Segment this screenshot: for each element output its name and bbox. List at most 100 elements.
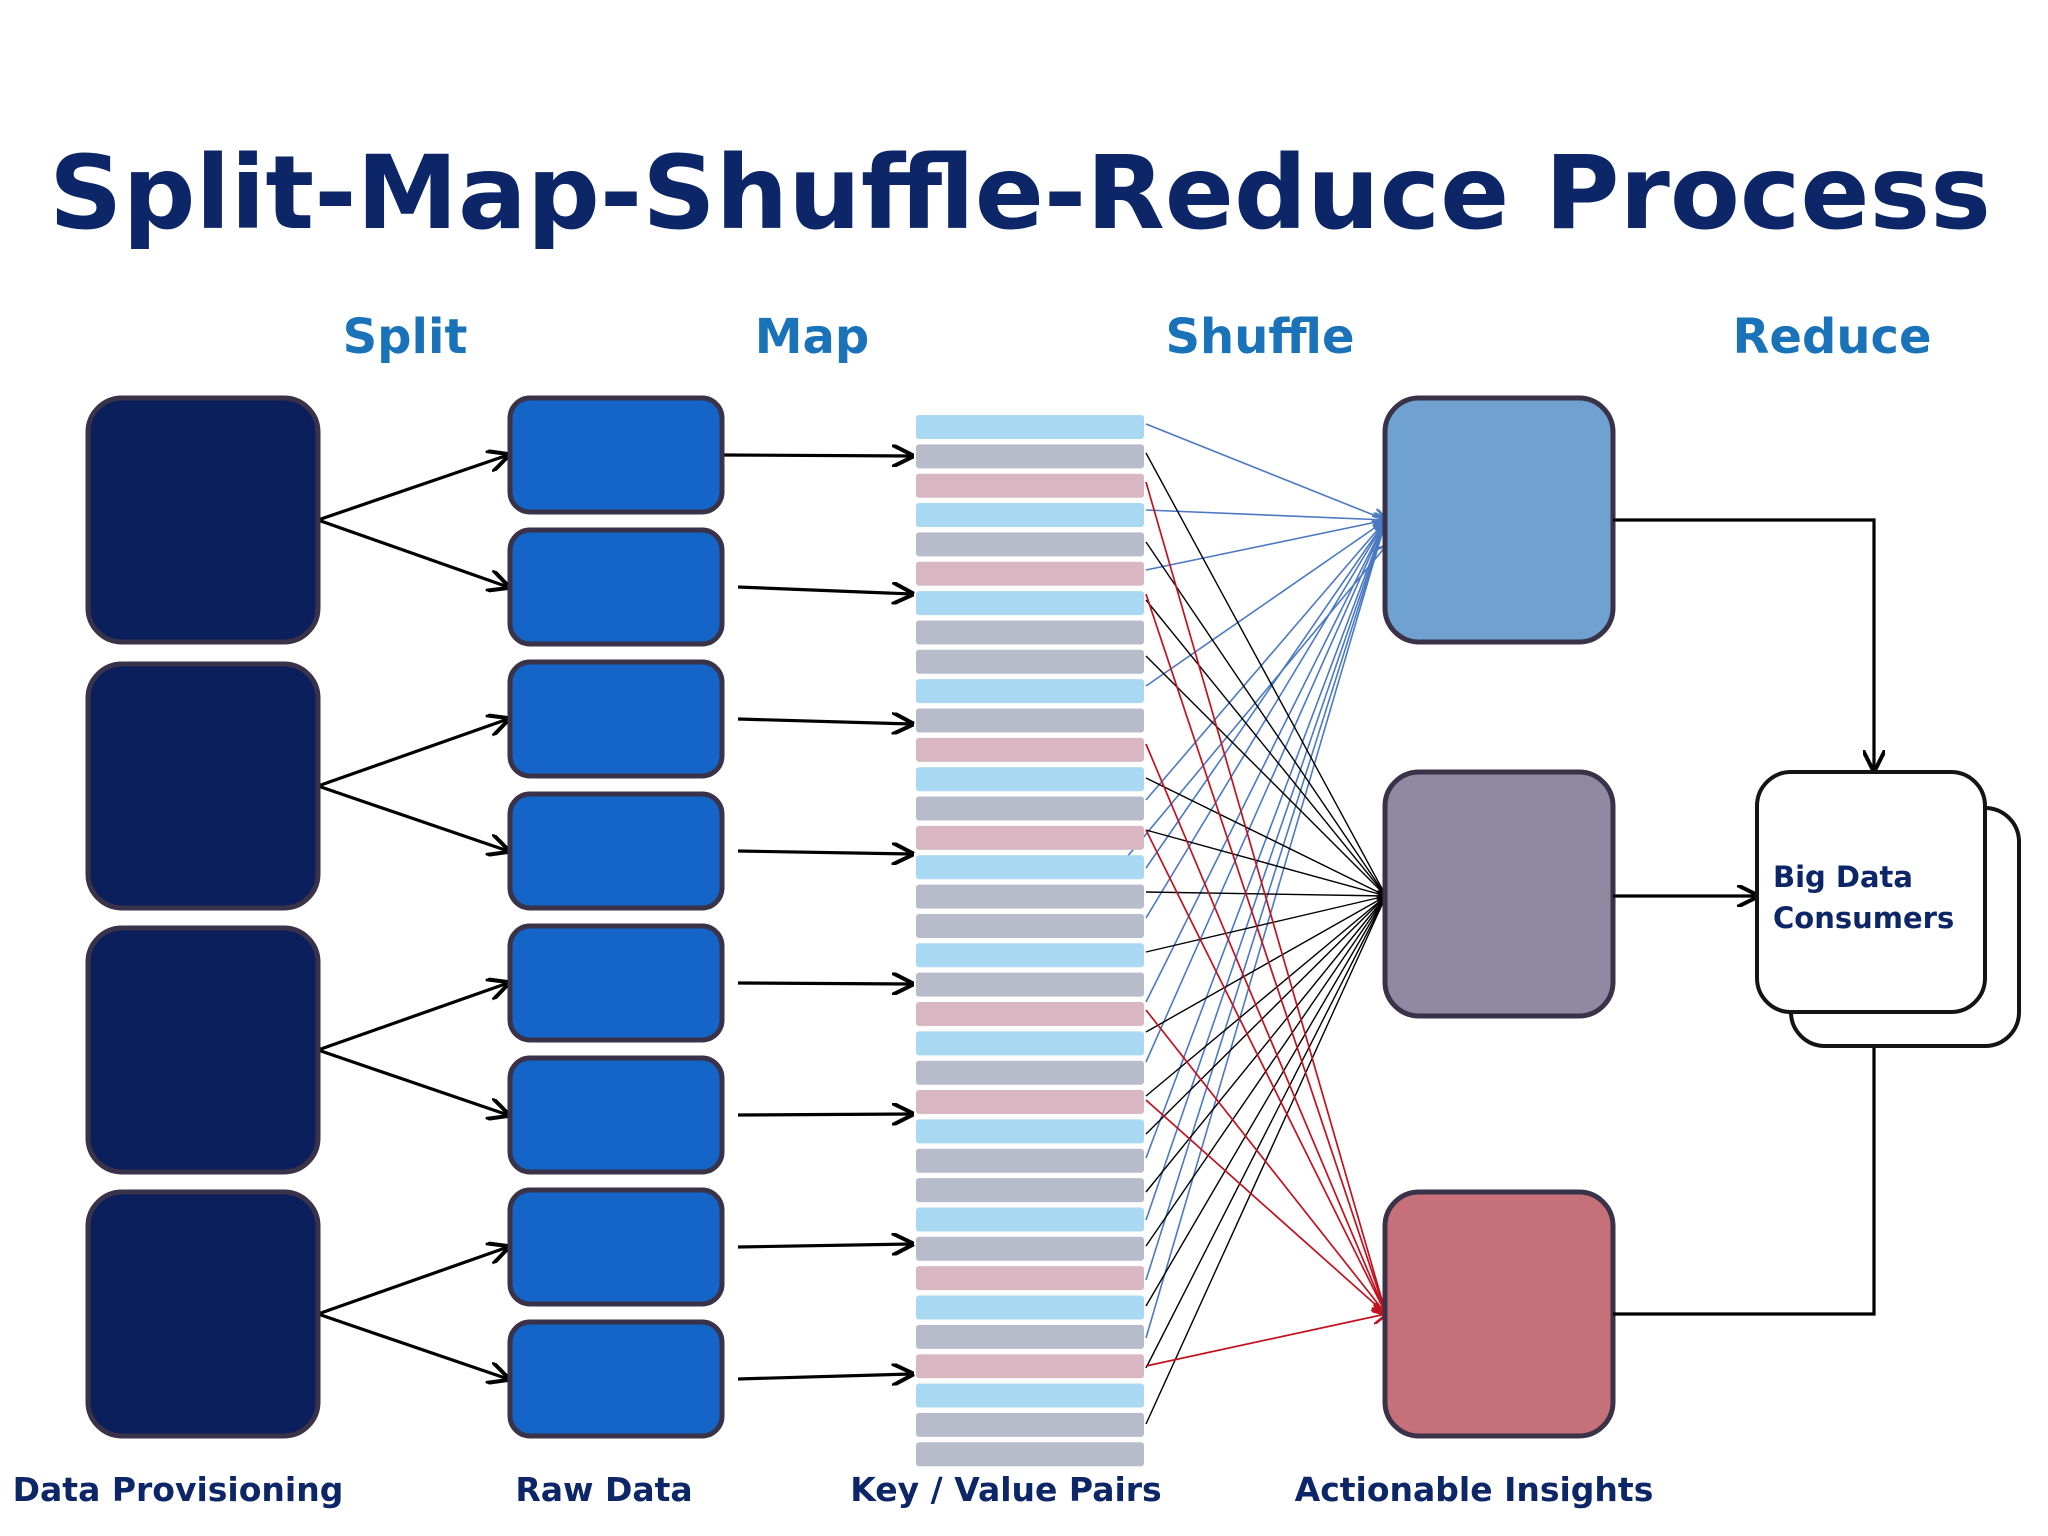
consumer-main-card [1755, 770, 1987, 1014]
map-arrow-8 [737, 1374, 912, 1379]
map-arrow-3 [737, 719, 912, 724]
split-arrow-5 [317, 983, 508, 1052]
split-arrow-7 [317, 1247, 508, 1316]
kv-pair-25 [916, 1119, 1144, 1144]
kv-pair-35 [916, 1412, 1144, 1437]
kv-pair-5 [916, 532, 1144, 557]
shuffle-red-line-1 [1145, 481, 1386, 1314]
kv-pair-22 [916, 1031, 1144, 1056]
raw-data-block-6 [507, 1055, 725, 1175]
kv-pair-30 [916, 1266, 1144, 1291]
kv-pair-24 [916, 1090, 1144, 1115]
kv-pair-10 [916, 679, 1144, 704]
split-arrows [317, 455, 508, 1379]
shuffle-black-line-8 [1145, 896, 1386, 953]
provision-block-1 [85, 395, 321, 645]
consumer-label-line2: Consumers [1773, 901, 1954, 935]
kv-pair-7 [916, 591, 1144, 616]
raw-data-block-3 [507, 659, 725, 779]
split-arrow-6 [317, 1048, 508, 1115]
kv-pair-14 [916, 796, 1144, 821]
raw-data-block-4 [507, 791, 725, 911]
shuffle-blue-line-5 [1145, 520, 1386, 801]
map-arrow-6 [737, 1114, 912, 1115]
shuffle-blue-line-11 [1145, 520, 1386, 1221]
shuffle-blue-line-4 [1145, 520, 1386, 687]
raw-data-label: Raw Data [515, 1470, 692, 1509]
map-arrow-4 [737, 851, 912, 854]
kv-pair-17 [916, 884, 1144, 909]
kv-pair-18 [916, 913, 1144, 938]
shuffle-black-line-5 [1145, 777, 1386, 896]
shuffle-red-line-2 [1145, 593, 1386, 1314]
map-arrow-7 [737, 1244, 912, 1247]
raw-data-column [507, 395, 725, 1439]
kv-pair-19 [916, 943, 1144, 968]
shuffle-black-line-11 [1145, 896, 1386, 1135]
key-value-column [916, 415, 1144, 1467]
shuffle-red-line-4 [1145, 829, 1386, 1314]
shuffle-blue-line-extra [1111, 546, 1386, 876]
split-arrow-2 [317, 518, 508, 587]
kv-pair-33 [916, 1354, 1144, 1379]
shuffle-blue-line-10 [1145, 520, 1386, 1159]
shuffle-blue-line-2 [1145, 509, 1386, 520]
consumer-links [1613, 518, 1874, 1316]
stage-split-label: Split [343, 309, 468, 365]
raw-data-block-7 [507, 1187, 725, 1307]
reducer-blue [1382, 395, 1616, 645]
page-title: Split-Map-Shuffle-Reduce Process [49, 134, 1991, 253]
map-arrow-1 [723, 455, 912, 456]
kv-pair-36 [916, 1442, 1144, 1467]
kv-pair-15 [916, 825, 1144, 850]
kv-pair-3 [916, 473, 1144, 498]
provision-block-3 [85, 925, 321, 1175]
kv-pair-34 [916, 1383, 1144, 1408]
shuffle-lines [1111, 423, 1386, 1425]
kv-pair-32 [916, 1324, 1144, 1349]
shuffle-blue-line-3 [1145, 520, 1386, 571]
shuffle-blue-line-8 [1145, 520, 1386, 1003]
shuffle-black-line-14 [1145, 896, 1386, 1307]
kv-pair-31 [916, 1295, 1144, 1320]
kv-pair-1 [916, 415, 1144, 439]
shuffle-black-line-10 [1145, 896, 1386, 1097]
kv-pair-12 [916, 737, 1144, 762]
shuffle-black-line-7 [1145, 892, 1386, 896]
kv-pair-6 [916, 561, 1144, 586]
kv-pair-9 [916, 649, 1144, 674]
shuffle-blue-line-6 [1145, 520, 1386, 869]
provision-block-4 [85, 1189, 321, 1439]
raw-data-block-5 [507, 923, 725, 1043]
shuffle-blue-line-1 [1145, 423, 1386, 520]
split-arrow-3 [317, 719, 508, 788]
shuffle-black-line-12 [1145, 896, 1386, 1193]
data-provisioning-label: Data Provisioning [13, 1470, 344, 1509]
shuffle-black-line-3 [1145, 599, 1386, 896]
shuffle-red-line-5 [1145, 1009, 1386, 1314]
stage-map-label: Map [755, 309, 870, 365]
shuffle-black-line-15 [1145, 896, 1386, 1369]
kv-pair-28 [916, 1207, 1144, 1232]
split-arrow-1 [317, 455, 508, 522]
shuffle-red-line-6 [1145, 1099, 1386, 1314]
kv-pair-27 [916, 1178, 1144, 1203]
big-data-consumers: Big Data Consumers [1755, 770, 2021, 1048]
kv-pair-8 [916, 620, 1144, 645]
kv-pair-11 [916, 708, 1144, 733]
split-arrow-8 [317, 1312, 508, 1379]
map-arrow-5 [737, 983, 912, 984]
kv-pair-29 [916, 1236, 1144, 1261]
shuffle-black-line-9 [1145, 896, 1386, 1033]
stage-shuffle-label: Shuffle [1165, 309, 1354, 365]
raw-data-block-2 [507, 527, 725, 647]
shuffle-black-line-1 [1145, 452, 1386, 896]
stage-reduce-label: Reduce [1732, 309, 1931, 365]
reducer-blue-to-consumer [1613, 518, 1874, 770]
reducer-red-to-consumer [1613, 1014, 1874, 1316]
kv-pair-20 [916, 972, 1144, 997]
kv-pair-16 [916, 855, 1144, 880]
consumer-label-line1: Big Data [1773, 860, 1913, 894]
data-provisioning-column [85, 395, 321, 1439]
shuffle-red-line-3 [1145, 743, 1386, 1314]
